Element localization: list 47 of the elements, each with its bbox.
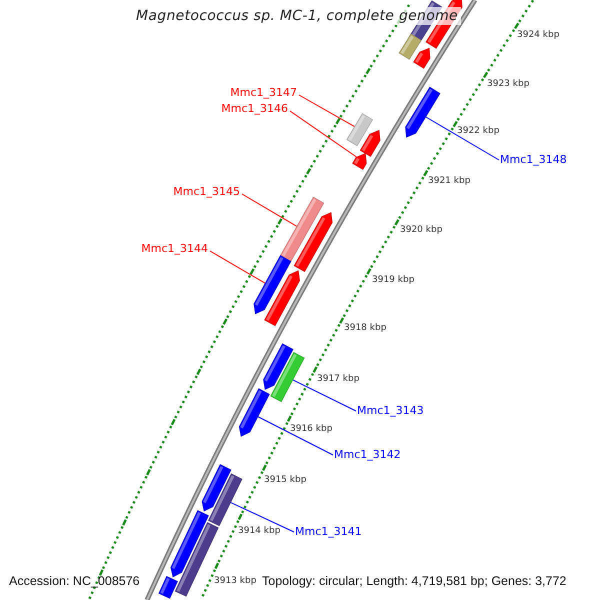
leader-line — [242, 194, 298, 227]
scale-label: 3924 kbp — [517, 30, 560, 41]
gene-box — [270, 352, 305, 402]
gene-feature — [170, 510, 209, 578]
gene-feature — [360, 130, 380, 157]
leader-line — [210, 250, 266, 284]
genome-info: Topology: circular; Length: 4,719,581 bp; Genes: 3,772 — [262, 574, 566, 589]
scale-label: 3916 kbp — [290, 424, 332, 435]
gene-box — [208, 473, 242, 526]
gene-feature — [254, 255, 292, 314]
scale-label: 3923 kbp — [487, 79, 530, 90]
leader-line — [298, 94, 356, 128]
gene-feature — [413, 48, 430, 69]
gene-box — [280, 196, 324, 262]
gene-box — [158, 576, 178, 599]
scale-label: 3914 kbp — [238, 526, 280, 537]
gene-feature — [264, 270, 300, 326]
gene-feature — [238, 388, 270, 437]
scale-label: 3913 kbp — [214, 576, 256, 587]
gene-label: Mmc1_3145 — [173, 185, 240, 198]
gene-label: Mmc1_3144 — [141, 242, 208, 256]
gene-label: Mmc1_3143 — [357, 404, 424, 418]
leader-line — [230, 502, 294, 532]
gene-label: Mmc1_3141 — [295, 525, 362, 538]
scale-label: 3921 kbp — [428, 176, 470, 187]
scale-label: 3918 kbp — [344, 323, 386, 334]
leader-line — [292, 379, 356, 412]
gene-box — [398, 34, 422, 60]
gene-label: Mmc1_3142 — [334, 448, 401, 462]
gene-box — [346, 113, 374, 146]
scale-label: 3919 kbp — [372, 275, 414, 286]
leader-line — [257, 416, 334, 456]
gene-label: Mmc1_3148 — [500, 153, 567, 166]
gene-feature — [352, 152, 367, 170]
gene-feature — [294, 212, 333, 272]
leader-line — [290, 110, 357, 158]
gene-label: Mmc1_3146 — [221, 102, 288, 116]
accession-label: Accession: NC_008576 — [9, 574, 140, 589]
scale-label: 3922 kbp — [457, 126, 500, 137]
gene-label: Mmc1_3147 — [230, 86, 297, 100]
scale-label: 3915 kbp — [264, 475, 306, 486]
gene-feature — [202, 464, 232, 512]
leader-line — [425, 116, 500, 160]
scale-label: 3920 kbp — [400, 225, 442, 236]
scale-label: 3917 kbp — [317, 374, 360, 385]
gene-feature — [405, 86, 440, 138]
gene-feature — [263, 343, 294, 390]
